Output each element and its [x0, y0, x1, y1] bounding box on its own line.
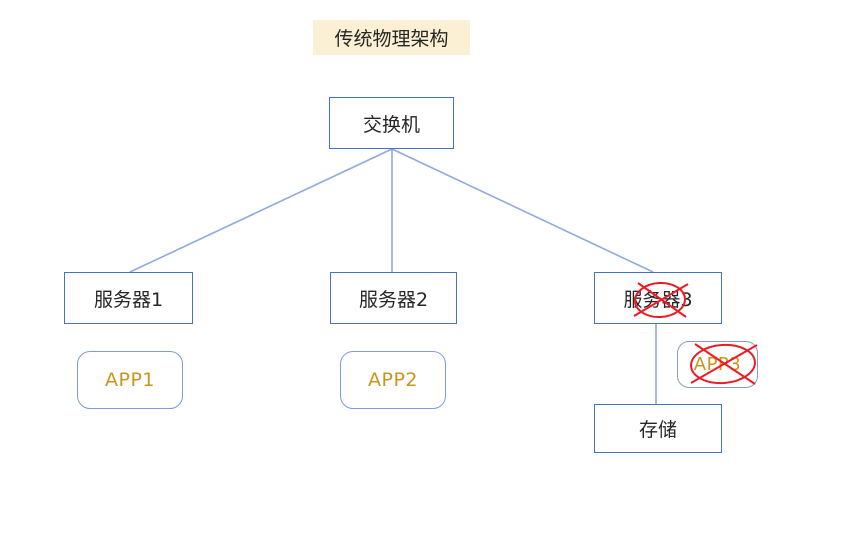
node-server3: 服务器3	[594, 272, 722, 324]
node-app3-label: APP3	[693, 354, 742, 375]
link-switch-server1	[129, 148, 393, 273]
node-app1-label: APP1	[104, 369, 155, 391]
node-app1: APP1	[77, 351, 183, 409]
node-switch-label: 交换机	[362, 113, 420, 136]
node-app2: APP2	[340, 351, 446, 409]
node-app2-label: APP2	[367, 369, 418, 391]
node-server1-label: 服务器1	[93, 288, 164, 311]
node-switch: 交换机	[329, 97, 454, 149]
node-server3-label: 服务器3	[623, 288, 693, 311]
node-app3: APP3	[677, 341, 758, 388]
node-storage: 存储	[594, 404, 722, 453]
node-server2-label: 服务器2	[358, 288, 429, 311]
node-storage-label: 存储	[638, 419, 677, 441]
node-server2: 服务器2	[330, 272, 457, 324]
link-switch-server3	[391, 148, 654, 273]
diagram-title: 传统物理架构	[313, 20, 470, 55]
node-server1: 服务器1	[64, 272, 193, 324]
